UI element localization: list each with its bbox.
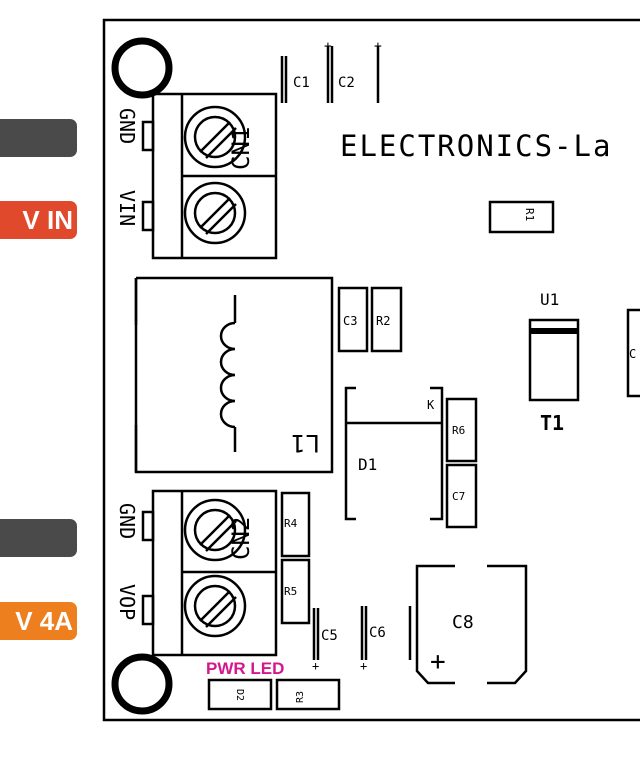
c5-plus: + — [312, 659, 319, 673]
r3-label: R3 — [295, 691, 306, 703]
c2-plus: + — [374, 39, 382, 54]
gnd-output-tag — [0, 519, 77, 557]
c2-label: C2 — [338, 75, 355, 91]
c3-label: C3 — [343, 314, 357, 328]
pwr-led-label: PWR LED — [206, 659, 284, 678]
r4-outline — [280, 491, 311, 558]
r2-outline — [370, 286, 403, 353]
c8-label: C8 — [452, 612, 474, 633]
c8-capacitor — [415, 564, 528, 685]
gnd-label: GND — [115, 108, 139, 144]
u1-label: U1 — [540, 290, 559, 309]
partial-c-outline — [626, 308, 640, 398]
cn1-terminal — [141, 92, 278, 260]
cn2-terminal — [141, 489, 278, 657]
l1-inductor — [134, 276, 334, 474]
d1-diode — [344, 386, 444, 521]
r1-label: R1 — [523, 208, 536, 221]
r4-label: R4 — [284, 517, 298, 530]
c5-c6-capacitors — [312, 606, 412, 660]
vop-tag: V 4A — [0, 602, 77, 640]
t1-label: T1 — [540, 411, 564, 435]
c6-label: C6 — [369, 625, 386, 641]
c6-plus: + — [360, 659, 367, 673]
d1-label: D1 — [358, 455, 377, 474]
d2-outline — [207, 678, 273, 711]
vop-label: VOP — [115, 584, 139, 620]
gnd-label-2: GND — [115, 503, 139, 539]
r2-label: R2 — [376, 314, 390, 328]
c5-label: C5 — [321, 628, 338, 644]
board-outline — [102, 18, 640, 722]
r3-outline — [275, 678, 341, 711]
r1-outline — [488, 200, 555, 234]
r5-outline — [280, 558, 311, 625]
vin-tag: V IN — [0, 201, 77, 239]
r6-outline — [445, 397, 478, 463]
d2-label: D2 — [234, 689, 245, 701]
mounting-hole-bottom — [111, 653, 173, 715]
c8-plus: + — [430, 647, 446, 677]
vin-label: VIN — [115, 190, 139, 226]
c7-label: C7 — [452, 490, 465, 503]
k-label: K — [427, 398, 435, 412]
cn1-label: CN1 — [227, 127, 255, 170]
c3-outline — [337, 286, 369, 353]
c1-plus: + — [324, 39, 332, 54]
partial-c-label: C — [629, 347, 636, 361]
c1-c2-capacitors — [280, 46, 380, 103]
board-title: ELECTRONICS-La — [340, 129, 612, 163]
cn2-label: CN2 — [227, 517, 255, 560]
mounting-hole-top — [111, 37, 173, 99]
c7-outline — [445, 463, 478, 529]
u1-outline — [528, 318, 580, 402]
r6-label: R6 — [452, 424, 465, 437]
l1-label: L1 — [291, 429, 320, 457]
r5-label: R5 — [284, 585, 297, 598]
c1-label: C1 — [293, 75, 310, 91]
gnd-input-tag — [0, 119, 77, 157]
